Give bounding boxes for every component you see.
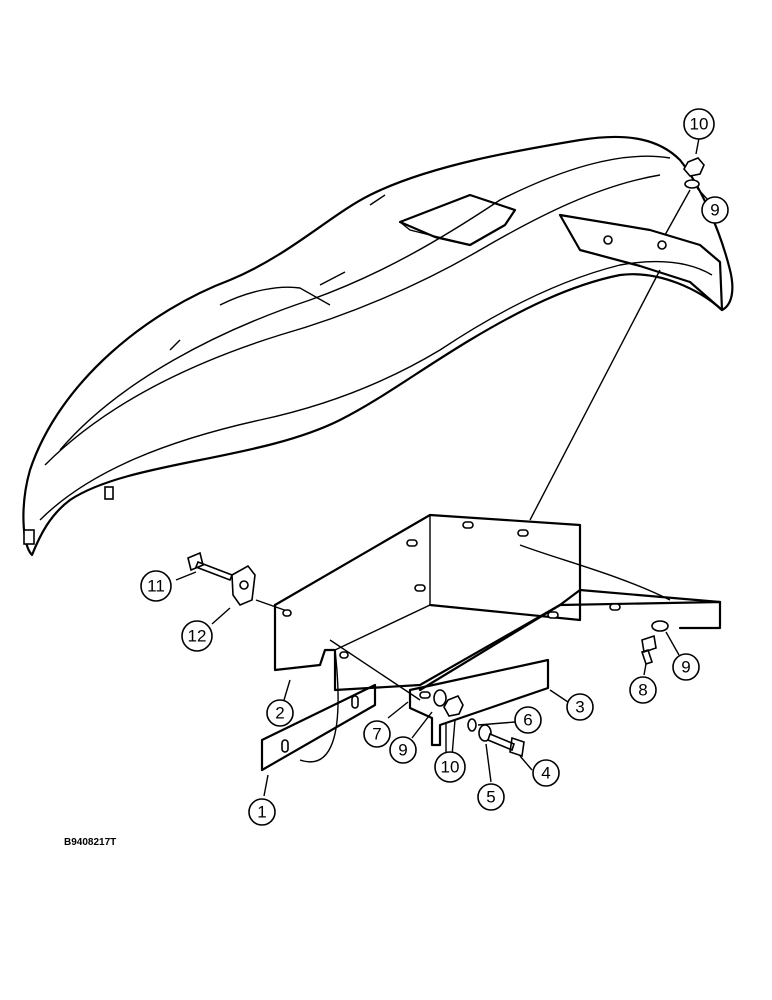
fender-assembly xyxy=(22,135,734,557)
callout-1: 1 xyxy=(248,798,276,826)
callout-10-front: 10 xyxy=(434,751,466,783)
svg-text:3: 3 xyxy=(575,698,584,717)
callout-7: 7 xyxy=(363,720,391,748)
callout-arrows xyxy=(175,137,709,797)
figure-code: B9408217T xyxy=(64,837,116,848)
bolt-11-icon xyxy=(187,551,234,582)
svg-text:7: 7 xyxy=(372,725,381,744)
mounting-bracket xyxy=(273,513,722,692)
callout-12: 12 xyxy=(181,620,213,652)
washer-6-icon xyxy=(467,718,477,732)
callout-3: 3 xyxy=(566,693,594,721)
callout-11: 11 xyxy=(140,570,172,602)
svg-text:5: 5 xyxy=(486,788,495,807)
callout-10-top: 10 xyxy=(683,108,715,140)
svg-text:10: 10 xyxy=(690,115,709,134)
svg-text:10: 10 xyxy=(441,758,460,777)
hardware xyxy=(187,157,705,758)
nut-10-top-icon xyxy=(683,157,705,177)
callout-9-right: 9 xyxy=(672,653,700,681)
svg-text:12: 12 xyxy=(188,627,207,646)
plate-3 xyxy=(408,658,550,747)
callout-8: 8 xyxy=(629,676,657,704)
callout-9-top: 9 xyxy=(701,196,729,224)
nut-10-front-icon xyxy=(443,694,464,717)
svg-text:11: 11 xyxy=(147,577,165,596)
washer-9-top-icon xyxy=(684,179,700,189)
washer-9-front-icon xyxy=(433,689,447,707)
svg-text:1: 1 xyxy=(257,803,266,822)
svg-text:2: 2 xyxy=(275,704,284,723)
svg-text:9: 9 xyxy=(710,201,719,220)
plate-1 xyxy=(260,683,377,772)
callout-2: 2 xyxy=(266,699,294,727)
svg-text:4: 4 xyxy=(541,764,550,783)
svg-text:9: 9 xyxy=(681,658,690,677)
callout-5: 5 xyxy=(477,783,505,811)
bolt-4-icon xyxy=(487,732,525,758)
svg-text:8: 8 xyxy=(638,681,647,700)
washer-9-right-icon xyxy=(651,620,669,632)
callout-6: 6 xyxy=(514,706,542,734)
svg-text:6: 6 xyxy=(523,711,532,730)
callout-9-front: 9 xyxy=(389,736,417,764)
callout-4: 4 xyxy=(532,759,560,787)
bolt-8-icon xyxy=(640,634,657,666)
leader-lines xyxy=(255,189,691,763)
svg-text:9: 9 xyxy=(398,741,407,760)
